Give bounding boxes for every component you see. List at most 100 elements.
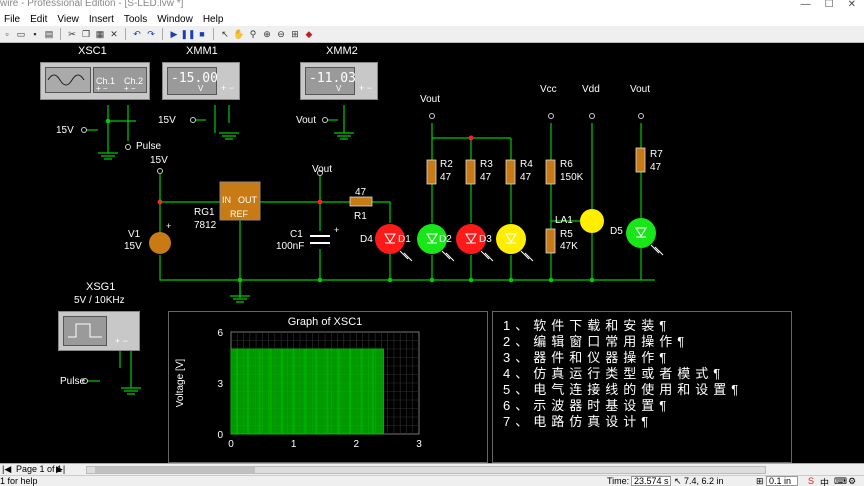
d5-label: D5 [610, 226, 623, 237]
note-line-1: 1、软件下载和安装¶ [503, 318, 672, 333]
stop-icon[interactable]: ■ [199, 29, 205, 39]
redo-icon[interactable]: ↷ [147, 28, 155, 39]
diode-symbol-icon [465, 233, 477, 244]
ime-s-icon[interactable]: S [808, 476, 815, 486]
menu-edit[interactable]: Edit [30, 13, 48, 25]
terminal [82, 378, 88, 384]
led-d3-icon [496, 224, 526, 254]
xmm2-terminals: + − [359, 83, 373, 93]
first-page-icon[interactable]: |◀ [2, 464, 12, 474]
light-rays-icon [399, 250, 413, 262]
minimize-button[interactable]: — [800, 0, 811, 10]
ime-mode-icon[interactable]: 中 [820, 478, 830, 486]
horizontal-scrollbar[interactable] [86, 466, 766, 474]
r7-name: R7 [650, 149, 663, 160]
multimeter-xmm1[interactable]: -15.00 V + − [162, 62, 240, 100]
status-bar: 1 for help Time: 23.574 s ↖ 7.4, 6.2 in … [0, 475, 864, 486]
open-icon[interactable]: ▭ [16, 28, 26, 39]
pause-icon[interactable]: ❚❚ [180, 28, 196, 39]
r1-name: R1 [354, 211, 367, 222]
rg1-in: IN [222, 195, 231, 205]
terminal [589, 113, 595, 119]
multimeter-xmm2[interactable]: -11.03 V + − [300, 62, 378, 100]
copy-icon[interactable]: ❐ [81, 28, 91, 39]
settings-icon[interactable]: ⚙ [848, 476, 857, 486]
function-generator-xsg1[interactable]: + − [58, 311, 140, 351]
toolbar: ▫ ▭ ▪ ▤ ✂ ❐ ▦ ✕ ↶ ↷ ▶ ❚❚ ■ ↖ ✋ ⚲ ⊕ ⊖ ⊞ ◆ [0, 26, 864, 43]
note-line-4: 4、仿真运行类型或者模式¶ [503, 366, 726, 381]
next-page-icon[interactable]: ▶| [56, 464, 66, 474]
r4-name: R4 [520, 159, 533, 170]
r5-name: R5 [560, 229, 573, 240]
node-dot [387, 277, 393, 283]
terminal [81, 127, 87, 133]
zoom-fit-icon[interactable]: ⊞ [291, 28, 299, 39]
y-tick-label: 3 [217, 379, 223, 390]
ch2-label: Ch.2 [124, 76, 144, 86]
title-bar: wire - Professional Edition - [S-LED.lvw… [0, 0, 864, 12]
r7-value: 47 [650, 162, 662, 173]
xmm2-label: XMM2 [326, 45, 358, 57]
xmm1-terminals: + − [221, 83, 235, 93]
ground-icon [334, 132, 354, 140]
scrollbar-thumb[interactable] [95, 467, 255, 473]
menu-insert[interactable]: Insert [88, 13, 114, 25]
r3-name: R3 [480, 159, 493, 170]
new-icon[interactable]: ▫ [5, 29, 9, 39]
pointer-icon[interactable]: ↖ [221, 28, 229, 39]
undo-icon[interactable]: ↶ [133, 28, 141, 39]
led-d5-icon [626, 218, 656, 248]
print-icon[interactable]: ▤ [44, 28, 54, 39]
wire [159, 255, 655, 281]
menu-bar: File Edit View Insert Tools Window Help [0, 12, 864, 26]
led-d4-icon [375, 224, 405, 254]
notes-panel[interactable]: 1、软件下载和安装¶ 2、编辑窗口常用操作¶ 3、器件和仪器操作¶ 4、仿真运行… [492, 311, 792, 463]
r6-value: 150K [560, 172, 584, 183]
help-hint: 1 for help [0, 476, 38, 486]
paste-icon[interactable]: ▦ [95, 28, 105, 39]
keyboard-icon[interactable]: ⌨ [834, 476, 847, 486]
menu-tools[interactable]: Tools [123, 13, 148, 25]
node-dot [105, 118, 111, 124]
component-icon[interactable]: ◆ [305, 28, 313, 39]
vdd-label: Vdd [582, 84, 600, 95]
node-dot [468, 135, 474, 141]
menu-help[interactable]: Help [202, 13, 224, 25]
menu-view[interactable]: View [57, 13, 79, 25]
graph-title: Graph of XSC1 [288, 316, 363, 328]
xsg1-output-label: Pulse [60, 376, 86, 387]
x-tick-label: 3 [416, 439, 422, 450]
r5-value: 47K [560, 241, 578, 252]
close-button[interactable]: ✕ [847, 0, 856, 10]
play-icon[interactable]: ▶ [170, 28, 178, 39]
note-line-3: 3、器件和仪器操作¶ [503, 350, 672, 365]
x-tick-label: 0 [228, 439, 234, 450]
terminal [317, 170, 323, 176]
node-dot [237, 277, 243, 283]
menu-file[interactable]: File [4, 13, 21, 25]
schematic-canvas[interactable]: Ch.1 Ch.2 + − + − -15.00 V + − -11.03 V … [0, 43, 864, 463]
zoom-icon[interactable]: ⚲ [249, 28, 257, 39]
save-icon[interactable]: ▪ [33, 29, 37, 39]
pan-hand-icon[interactable]: ✋ [233, 28, 245, 39]
v1-plus: + [166, 221, 172, 231]
sine-wave-icon [47, 74, 85, 86]
terminal [190, 117, 196, 123]
terminal [638, 113, 644, 119]
zoom-in-icon[interactable]: ⊕ [263, 28, 271, 39]
cut-icon[interactable]: ✂ [68, 28, 76, 39]
window-title: wire - Professional Edition - [S-LED.lvw… [0, 0, 184, 9]
oscilloscope-xsc1[interactable]: Ch.1 Ch.2 + − + − [40, 62, 150, 100]
xsc1-input-label: 15V [56, 125, 74, 136]
y-tick-label: 6 [217, 328, 223, 339]
d4-label: D4 [360, 234, 373, 245]
maximize-button[interactable]: ☐ [824, 0, 834, 10]
ground-icon [230, 295, 250, 303]
menu-window[interactable]: Window [157, 13, 193, 25]
zoom-out-icon[interactable]: ⊖ [277, 28, 285, 39]
regulator-icon [219, 181, 261, 221]
lamp-la1-icon [580, 209, 604, 233]
delete-icon[interactable]: ✕ [110, 28, 118, 39]
page-indicator: Page 1 of 1 [16, 464, 63, 474]
